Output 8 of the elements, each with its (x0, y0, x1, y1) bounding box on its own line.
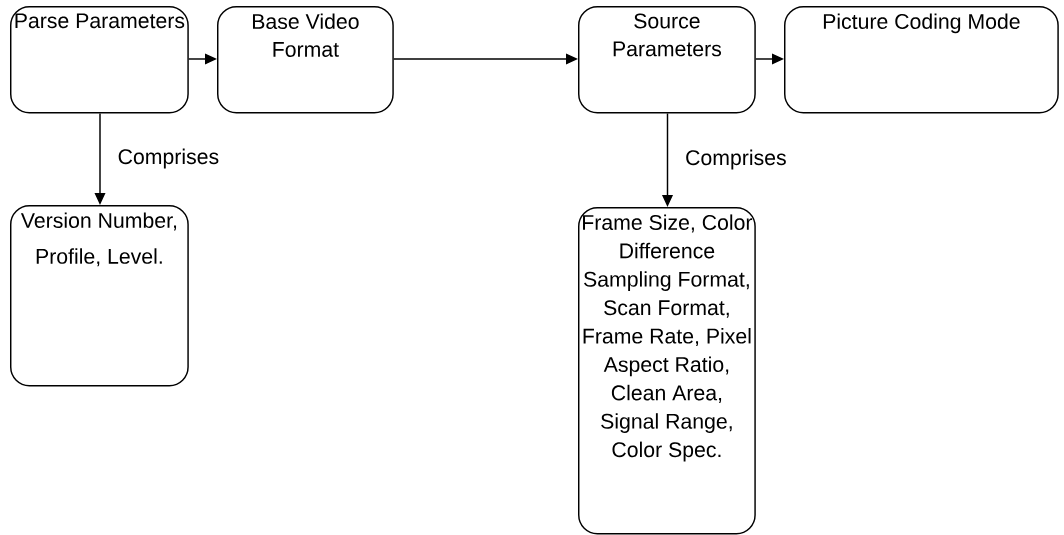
process-box: Source Parameters (578, 6, 756, 114)
process-box: Frame Size, Color Difference Sampling Format, Scan Format, Frame Rate, Pixel Aspect Ratio, Clean Area, Signal Range, Color Spec. (578, 207, 756, 535)
process-box: Base Video Format (217, 6, 394, 114)
edge-label: Comprises (118, 148, 219, 169)
process-box: Version Number, Profile, Level. (10, 205, 189, 387)
edge-label: Comprises (686, 149, 786, 170)
process-box: Picture Coding Mode (784, 6, 1059, 114)
process-box: Parse Parameters (10, 6, 189, 114)
